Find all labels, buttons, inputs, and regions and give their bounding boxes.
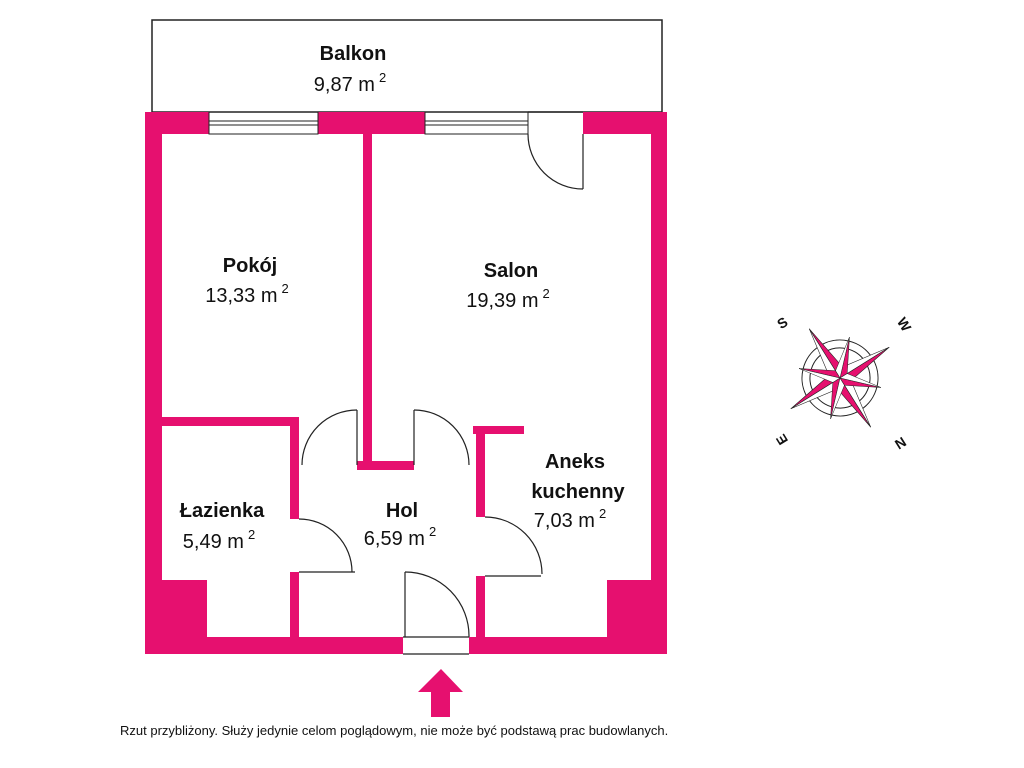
- svg-text:13,33 m2: 13,33 m 2: [205, 281, 289, 307]
- pokoj-sup: 2: [282, 281, 289, 296]
- svg-text:19,39 m2: 19,39 m 2: [466, 286, 550, 312]
- entrance-arrow-icon: [418, 669, 463, 717]
- balkon-sup: 2: [379, 70, 386, 85]
- windows: [208, 111, 529, 135]
- aneks-area: 7,03 m: [534, 510, 595, 532]
- balkon-area: 9,87 m: [314, 74, 375, 96]
- balkon-name: Balkon: [320, 43, 387, 65]
- svg-text:9,87 m2: 9,87 m 2: [314, 70, 386, 96]
- svg-text:6,59 m2: 6,59 m 2: [364, 524, 436, 550]
- hol-sup: 2: [429, 524, 436, 539]
- interior-walls: [162, 134, 524, 637]
- compass-s: S: [774, 313, 790, 332]
- doors: [298, 111, 584, 655]
- hol-area: 6,59 m: [364, 528, 425, 550]
- aneks-name-line2: kuchenny: [531, 481, 625, 503]
- outer-walls: [145, 112, 667, 654]
- lazienka-name: Łazienka: [180, 500, 265, 522]
- salon-name: Salon: [484, 260, 538, 282]
- compass-e: E: [772, 431, 791, 447]
- pokoj-name: Pokój: [223, 255, 277, 277]
- svg-text:7,03 m2: 7,03 m 2: [534, 506, 606, 532]
- salon-sup: 2: [543, 286, 550, 301]
- salon-area: 19,39 m: [466, 290, 538, 312]
- hol-name: Hol: [386, 500, 418, 522]
- disclaimer-text: Rzut przybliżony. Służy jedynie celom po…: [120, 723, 669, 738]
- pokoj-area: 13,33 m: [205, 285, 277, 307]
- balcony-outline: [151, 19, 663, 113]
- compass-w: W: [894, 315, 915, 335]
- aneks-name-line1: Aneks: [545, 451, 605, 473]
- compass-n: N: [892, 434, 909, 453]
- compass-rose-icon: S W E N: [772, 313, 915, 453]
- lazienka-area: 5,49 m: [183, 531, 244, 553]
- svg-text:5,49 m2: 5,49 m 2: [183, 527, 255, 553]
- lazienka-sup: 2: [248, 527, 255, 542]
- aneks-sup: 2: [599, 506, 606, 521]
